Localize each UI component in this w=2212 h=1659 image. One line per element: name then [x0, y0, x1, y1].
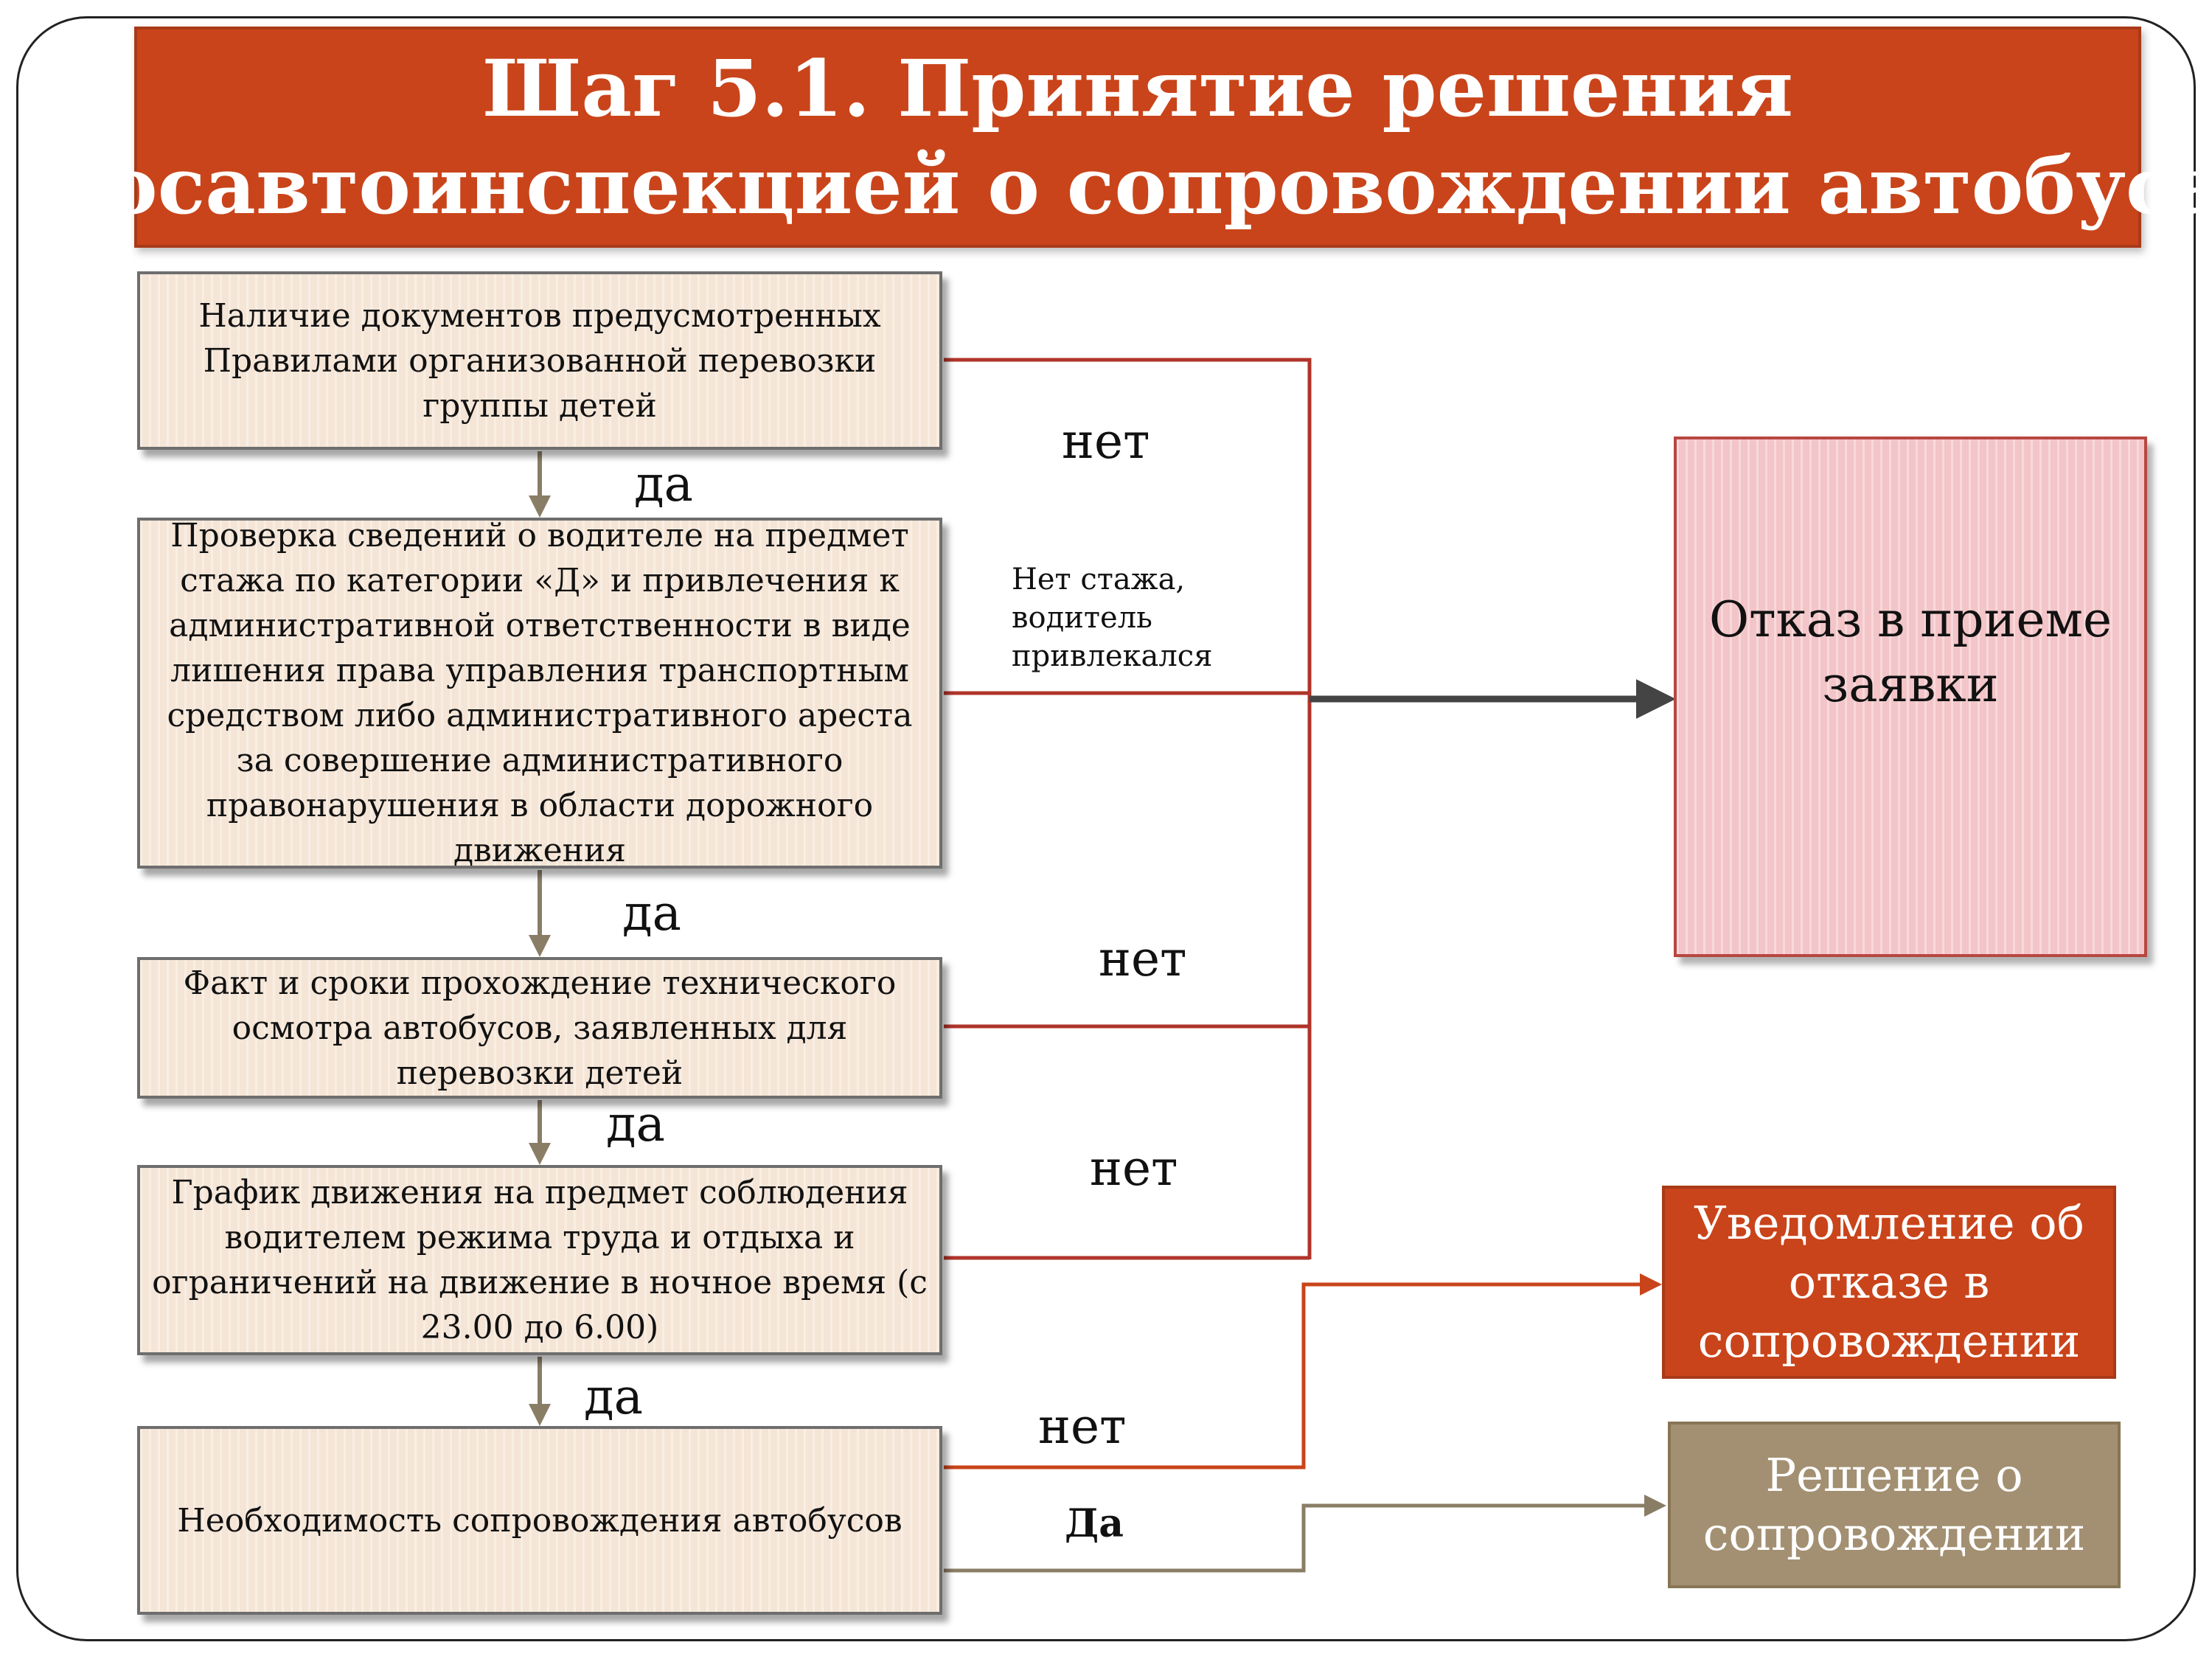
no-line-1 [944, 358, 1312, 1259]
slide-frame [16, 16, 2196, 1641]
no-label: нет [1090, 1140, 1178, 1197]
box-line: за совершение административного [236, 742, 844, 779]
box-line: административной ответственности в виде [169, 607, 911, 644]
check-inspection-box: Факт и сроки прохождение технического ос… [137, 957, 942, 1099]
box-line: группы детей [422, 386, 657, 425]
outcome-line: Отказ в приеме [1708, 591, 2112, 648]
check-driver-box: Проверка сведений о водителе на предмет … [137, 517, 942, 869]
check-documents-box: Наличие документов предусмотренных Прави… [137, 271, 942, 450]
box-line: 23.00 до 6.00) [420, 1309, 659, 1346]
box-line: средством либо административного ареста [167, 697, 913, 734]
check-escort-need-box: Необходимость сопровождения автобусов [137, 1426, 942, 1615]
box-line: Правилами организованной перевозки [203, 341, 877, 380]
notice-arrow [944, 1273, 1662, 1470]
box-line: ограничений на движение в ночное время (… [152, 1264, 928, 1301]
box-line: Необходимость сопровождения автобусов [177, 1501, 902, 1540]
box-line: стажа по категории «Д» и привлечения к [180, 562, 900, 599]
yes-final-label: Да [1065, 1501, 1124, 1546]
escort-decision-box: Решение о сопровождении [1668, 1422, 2121, 1588]
box-line: лишения права управления транспортным [170, 652, 909, 689]
yes-label: да [584, 1368, 643, 1425]
outcome-line: Решение о [1765, 1448, 2023, 1502]
note-line: водитель [1012, 601, 1152, 635]
outcome-line: заявки [1822, 656, 1999, 713]
box-line: перевозки детей [396, 1054, 684, 1092]
page-subtitle: Госавтоинспекцией о сопровождении автобу… [51, 139, 2212, 232]
decision-arrow [944, 1495, 1666, 1573]
box-line: Проверка сведений о водителе на предмет [170, 517, 909, 554]
refusal-notice-box: Уведомление об отказе в сопровождении [1662, 1186, 2116, 1379]
title-banner: Шаг 5.1. Принятие решения Госавтоинспекц… [52, 27, 2212, 248]
outcome-line: отказе в [1788, 1255, 1990, 1309]
note-line: привлекался [1012, 639, 1213, 673]
box-line: График движения на предмет соблюдения [171, 1174, 908, 1211]
box-line: правонарушения в области дорожного [206, 787, 874, 824]
yes-label: да [606, 1096, 665, 1152]
box-line: осмотра автобусов, заявленных для [232, 1009, 848, 1047]
driver-note: Нет стажа, водитель привлекался [1012, 560, 1212, 675]
no-label: нет [1099, 931, 1187, 987]
no-label: нет [1062, 413, 1150, 470]
note-line: Нет стажа, [1012, 563, 1186, 597]
yes-label: да [622, 885, 681, 942]
check-schedule-box: График движения на предмет соблюдения во… [137, 1165, 942, 1355]
page-title: Шаг 5.1. Принятие решения [482, 42, 1793, 134]
rejection-box: Отказ в приеме заявки [1674, 437, 2147, 957]
outcome-line: Уведомление об [1694, 1196, 2084, 1250]
yes-label: да [634, 456, 693, 512]
outcome-line: сопровождении [1703, 1507, 2086, 1561]
no-label: нет [1038, 1398, 1127, 1455]
outcome-line: сопровождении [1697, 1314, 2081, 1368]
box-line: движения [453, 832, 627, 869]
box-line: водителем режима труда и отдыха и [224, 1219, 855, 1256]
box-line: Факт и сроки прохождение технического [183, 964, 897, 1002]
box-line: Наличие документов предусмотренных [198, 296, 881, 335]
